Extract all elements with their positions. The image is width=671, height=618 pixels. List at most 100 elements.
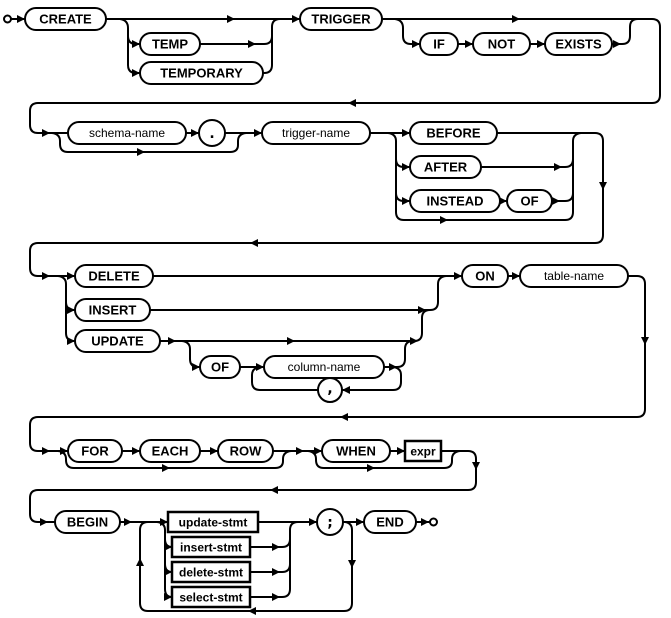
literal-label: ,	[327, 381, 332, 397]
keyword-label: BEFORE	[426, 126, 481, 141]
literal-comma: ,	[317, 377, 343, 403]
keyword-label: UPDATE	[91, 334, 144, 349]
keyword-label: EACH	[152, 444, 189, 459]
keyword-shape	[54, 510, 121, 534]
literal-label: .	[209, 126, 214, 142]
keyword-temporary: TEMPORARY	[139, 61, 264, 85]
keyword-on: ON	[461, 264, 509, 288]
keyword-label: TRIGGER	[311, 12, 371, 27]
terminal-shape	[261, 121, 371, 145]
keyword-shape	[419, 32, 459, 56]
keyword-shape	[139, 439, 201, 463]
keyword-shape	[217, 439, 274, 463]
keyword-shape	[299, 7, 383, 31]
nonterminal-expr-link[interactable]: expr	[403, 439, 443, 463]
nonterminal-shape[interactable]	[166, 510, 260, 534]
nonterminal-label: expr	[410, 445, 436, 459]
keyword-shape	[74, 298, 151, 322]
keyword-shape	[199, 355, 241, 379]
keyword-insert: INSERT	[74, 298, 151, 322]
keyword-begin: BEGIN	[54, 510, 121, 534]
keyword-label: OF	[520, 194, 538, 209]
start-terminator	[3, 14, 12, 24]
keyword-each: EACH	[139, 439, 201, 463]
keyword-label: AFTER	[424, 160, 468, 175]
keyword-for: FOR	[67, 439, 123, 463]
nonterminal-insert-stmt-link[interactable]: insert-stmt	[170, 535, 252, 559]
keyword-shape	[506, 189, 553, 213]
keyword-label: FOR	[81, 444, 109, 459]
keyword-row: ROW	[217, 439, 274, 463]
keyword-shape	[461, 264, 509, 288]
keyword-shape	[472, 32, 531, 56]
keyword-after: AFTER	[409, 155, 482, 179]
keyword-shape	[139, 32, 201, 56]
keyword-shape	[67, 439, 123, 463]
nonterminal-label: delete-stmt	[179, 566, 243, 580]
terminal-schema-name: schema-name	[67, 121, 187, 145]
nonterminal-shape[interactable]	[170, 560, 252, 584]
terminal-label: schema-name	[89, 126, 165, 140]
literal-label: ;	[327, 515, 333, 531]
keyword-label: TEMPORARY	[160, 66, 243, 81]
literal-dot: .	[198, 119, 226, 147]
keyword-shape	[139, 61, 264, 85]
keyword-exists: EXISTS	[544, 32, 613, 56]
nonterminal-shape[interactable]	[170, 535, 252, 559]
keyword-label: END	[376, 515, 403, 530]
terminal-column-name: column-name	[263, 355, 385, 379]
keyword-of-instead: OF	[506, 189, 553, 213]
terminal-shape	[263, 355, 385, 379]
literal-shape	[317, 377, 343, 403]
keyword-update: UPDATE	[74, 329, 161, 353]
keyword-label: CREATE	[39, 12, 92, 27]
keyword-if: IF	[419, 32, 459, 56]
keyword-label: INSERT	[89, 303, 137, 318]
keyword-shape	[409, 189, 501, 213]
keyword-label: DELETE	[88, 269, 140, 284]
literal-semicolon: ;	[316, 508, 344, 536]
keyword-shape	[409, 155, 482, 179]
nonterminal-shape[interactable]	[170, 585, 252, 609]
keyword-not: NOT	[472, 32, 531, 56]
keyword-label: INSTEAD	[426, 194, 483, 209]
literal-shape	[316, 508, 344, 536]
nonterminal-update-stmt-link[interactable]: update-stmt	[166, 510, 260, 534]
terminal-shape	[67, 121, 187, 145]
terminal-shape	[519, 264, 629, 288]
keyword-shape	[74, 264, 154, 288]
keyword-temp: TEMP	[139, 32, 201, 56]
keyword-before: BEFORE	[409, 121, 498, 145]
keyword-label: IF	[433, 37, 445, 52]
nonterminal-delete-stmt-link[interactable]: delete-stmt	[170, 560, 252, 584]
keyword-create: CREATE	[24, 7, 107, 31]
keyword-label: NOT	[488, 37, 516, 52]
nonterminal-label: update-stmt	[179, 516, 248, 530]
nonterminal-shape[interactable]	[403, 439, 443, 463]
literal-shape	[198, 119, 226, 147]
keyword-of-update: OF	[199, 355, 241, 379]
keyword-delete: DELETE	[74, 264, 154, 288]
terminal-label: trigger-name	[282, 126, 350, 140]
nonterminal-select-stmt-link[interactable]: select-stmt	[170, 585, 252, 609]
keyword-shape	[74, 329, 161, 353]
keyword-instead: INSTEAD	[409, 189, 501, 213]
keyword-label: OF	[211, 360, 229, 375]
nonterminal-label: insert-stmt	[180, 541, 242, 555]
keyword-label: ON	[475, 269, 495, 284]
keyword-shape	[321, 439, 391, 463]
terminal-trigger-name: trigger-name	[261, 121, 371, 145]
keyword-when: WHEN	[321, 439, 391, 463]
terminal-label: column-name	[288, 360, 361, 374]
keyword-end: END	[363, 510, 417, 534]
nonterminal-label: select-stmt	[179, 591, 242, 605]
terminal-label: table-name	[544, 269, 604, 283]
keyword-label: TEMP	[152, 37, 188, 52]
keyword-shape	[24, 7, 107, 31]
keyword-shape	[363, 510, 417, 534]
keyword-shape	[409, 121, 498, 145]
keyword-trigger: TRIGGER	[299, 7, 383, 31]
end-terminator	[429, 517, 438, 527]
